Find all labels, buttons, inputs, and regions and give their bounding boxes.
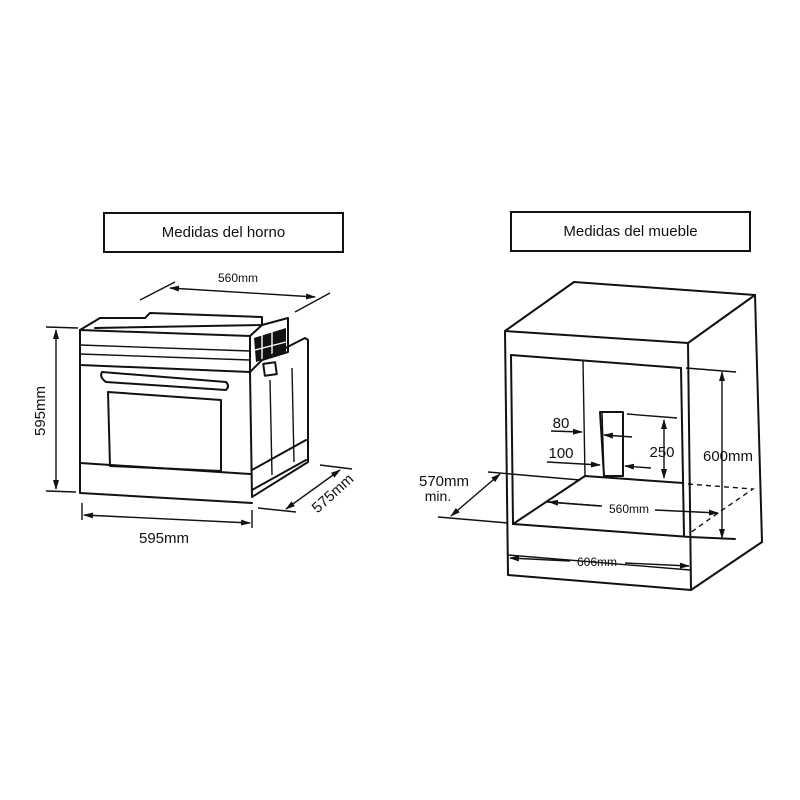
cabinet-drawing: 80 100 250 600mm 570mm min.	[419, 281, 763, 591]
oven-drawing: 560mm 595mm 595mm 575mm	[32, 271, 357, 547]
oven-top-width-label: 560mm	[218, 271, 258, 285]
cabinet-gap-100-label: 100	[548, 445, 573, 462]
cabinet-depth-label: 570mm	[419, 473, 469, 490]
cabinet-title-box: Medidas del mueble	[510, 211, 751, 252]
cabinet-outer-width-label: 606mm	[577, 555, 617, 569]
cabinet-height-label: 600mm	[703, 448, 753, 465]
oven-title: Medidas del horno	[161, 224, 286, 241]
cabinet-gap-80-label: 80	[553, 415, 570, 432]
oven-title-box: Medidas del horno	[103, 212, 344, 253]
cabinet-title: Medidas del mueble	[563, 223, 698, 240]
cabinet-depth-note: min.	[425, 488, 451, 504]
cabinet-inner-width-label: 560mm	[609, 502, 649, 516]
oven-depth-label: 575mm	[309, 471, 358, 517]
oven-height-label: 595mm	[32, 386, 49, 436]
cabinet-vent-250-label: 250	[649, 444, 674, 461]
oven-width-label: 595mm	[139, 530, 189, 547]
